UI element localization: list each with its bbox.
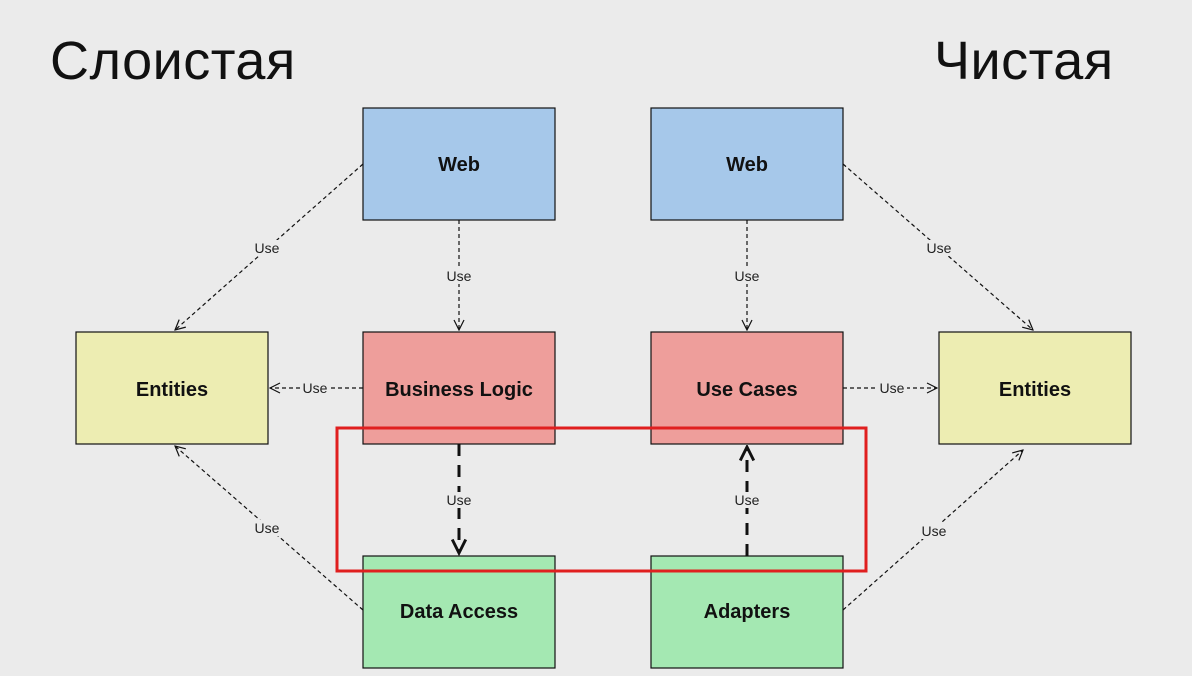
edge-label: Use xyxy=(303,380,328,396)
edge-label: Use xyxy=(255,520,280,536)
highlight-frame xyxy=(335,426,868,573)
edge-layered-web-to-business: Use xyxy=(444,220,474,330)
layered-business-logic-box: Business Logic xyxy=(362,331,556,445)
clean-web-box: Web xyxy=(650,107,844,221)
edge-layered-web-to-entities: Use xyxy=(175,163,364,330)
edge-clean-use-cases-to-entities: Use xyxy=(843,380,937,396)
title-layered: Слоистая xyxy=(50,31,296,91)
layered-entities-label: Entities xyxy=(136,379,208,401)
layered-data-access-label: Data Access xyxy=(400,601,518,623)
layered-web-box: Web xyxy=(362,107,556,221)
edge-layered-business-to-entities: Use xyxy=(270,380,363,396)
edge-label: Use xyxy=(447,268,472,284)
edge-label: Use xyxy=(447,492,472,508)
edge-label: Use xyxy=(255,240,280,256)
edge-label: Use xyxy=(880,380,905,396)
clean-entities-box: Entities xyxy=(938,331,1132,445)
edge-label: Use xyxy=(735,492,760,508)
edge-label: Use xyxy=(922,523,947,539)
clean-entities-label: Entities xyxy=(999,379,1071,401)
edge-label: Use xyxy=(735,268,760,284)
clean-use-cases-label: Use Cases xyxy=(696,379,797,401)
title-clean: Чистая xyxy=(934,31,1114,91)
clean-web-label: Web xyxy=(726,154,768,176)
layered-business-logic-label: Business Logic xyxy=(385,379,533,401)
edge-clean-adapters-to-use-cases: Use xyxy=(732,447,762,556)
layered-data-access-box: Data Access xyxy=(362,555,556,669)
edge-clean-web-to-entities: Use xyxy=(842,163,1033,330)
clean-use-cases-box: Use Cases xyxy=(650,331,844,445)
layered-web-label: Web xyxy=(438,154,480,176)
clean-adapters-box: Adapters xyxy=(650,555,844,669)
clean-adapters-label: Adapters xyxy=(704,601,791,623)
edge-layered-data-access-to-entities: Use xyxy=(175,446,364,611)
edge-layered-business-to-data-access: Use xyxy=(444,444,474,553)
edge-clean-adapters-to-entities: Use xyxy=(842,450,1023,611)
edge-label: Use xyxy=(927,240,952,256)
edge-clean-web-to-use-cases: Use xyxy=(732,220,762,330)
layered-entities-box: Entities xyxy=(75,331,269,445)
